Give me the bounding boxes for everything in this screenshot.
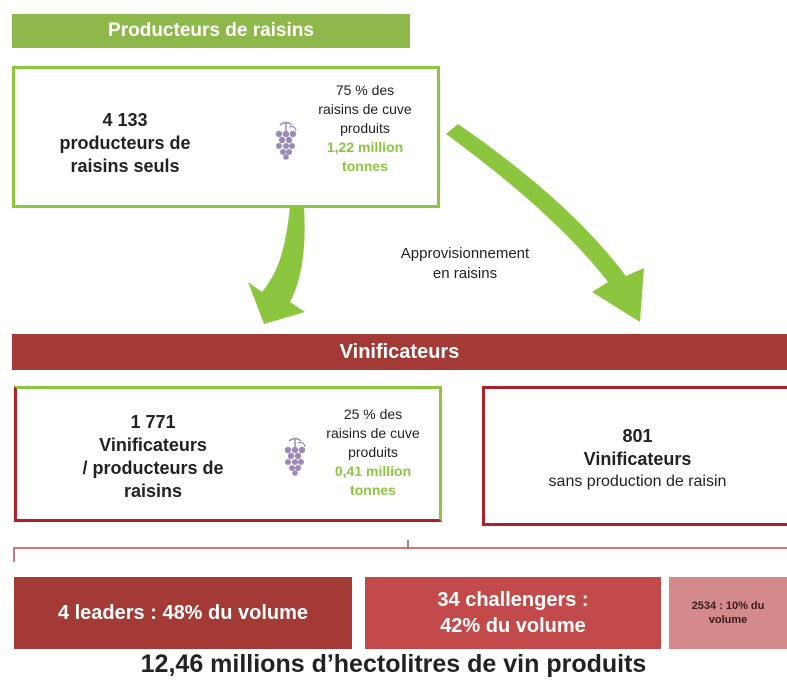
winemaker-producers-share-line2: raisins de cuve [326, 425, 420, 441]
winemaker-producers-count-block: 1 771 Vinificateurs / producteurs de rai… [63, 411, 243, 503]
winemaker-producers-share-line1: 25 % des [343, 406, 403, 422]
producers-count-block: 4 133 producteurs de raisins seuls [35, 109, 215, 178]
supply-label-line1: Approvisionnement [400, 245, 530, 262]
winemakers-only-text: 801 Vinificateurs sans production de rai… [485, 425, 787, 493]
winemaker-producers-label-line1: Vinificateurs [99, 435, 207, 455]
total-volume-caption: 12,46 millions d’hectolitres de vin prod… [140, 650, 647, 678]
winemakers-only-sublabel: sans production de raisin [548, 473, 727, 490]
segment-challengers: 34 challengers : 42% du volume [365, 577, 661, 649]
producers-header: Producteurs de raisins [12, 14, 410, 48]
right-arrow-icon [446, 124, 644, 322]
producers-volume-line2: tonnes [342, 158, 388, 174]
producers-volume-line1: 1,22 million [326, 139, 404, 155]
winemaker-producers-count: 1 771 [130, 412, 176, 432]
grape-icon [270, 119, 300, 161]
producers-label-line1: producteurs de [59, 133, 191, 153]
winemaker-producers-volume-line2: tonnes [350, 482, 396, 498]
winemaker-producers-share-block: 25 % des raisins de cuve produits 0,41 m… [313, 405, 433, 500]
supply-label: Approvisionnement en raisins [370, 244, 560, 284]
producers-box: 4 133 producteurs de raisins seuls 75 % … [12, 66, 440, 208]
grape-icon [279, 435, 309, 477]
supply-label-line2: en raisins [432, 265, 498, 282]
winemaker-producers-label-line3: raisins [123, 481, 183, 501]
winemakers-only-box: 801 Vinificateurs sans production de rai… [482, 386, 787, 526]
segment-challengers-line2: 42% du volume [440, 615, 586, 637]
winemaker-producers-label-line2: / producteurs de [82, 458, 224, 478]
winemaker-producers-box: 1 771 Vinificateurs / producteurs de rai… [14, 386, 442, 522]
left-arrow-icon [248, 206, 305, 324]
winemakers-header: Vinificateurs [12, 334, 787, 370]
producers-share-line1: 75 % des [335, 82, 395, 98]
segment-others-line2: volume [708, 614, 748, 626]
producers-share-line2: raisins de cuve [318, 101, 412, 117]
producers-share-block: 75 % des raisins de cuve produits 1,22 m… [305, 81, 425, 176]
winemakers-only-count: 801 [622, 426, 653, 446]
producers-share-line3: produits [340, 120, 390, 136]
volume-bracket [13, 540, 787, 562]
producers-label-line2: raisins seuls [70, 156, 180, 176]
segment-leaders: 4 leaders : 48% du volume [14, 577, 352, 649]
winemaker-producers-volume-line1: 0,41 million [334, 463, 412, 479]
producers-count: 4 133 [102, 110, 148, 130]
segment-challengers-line1: 34 challengers : [437, 589, 589, 611]
segment-others: 2534 : 10% du volume [669, 577, 787, 649]
winemaker-producers-share-line3: produits [348, 444, 398, 460]
segment-others-line1: 2534 : 10% du [691, 600, 765, 612]
winemakers-only-label: Vinificateurs [583, 449, 692, 469]
